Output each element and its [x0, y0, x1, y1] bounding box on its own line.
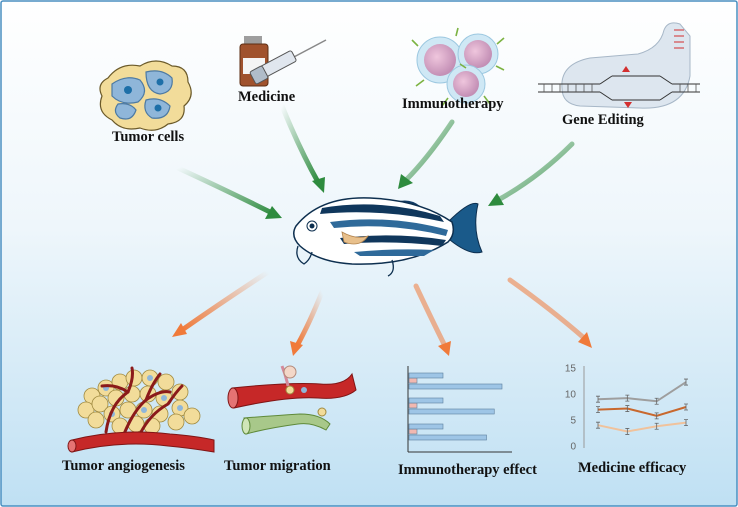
errorbar-1-2 — [654, 412, 659, 420]
errorbar-2-2 — [654, 422, 659, 430]
errorbar-2-1 — [625, 428, 630, 435]
ytick-0: 0 — [570, 442, 576, 453]
label-tumor-angiogenesis: Tumor angiogenesis — [62, 458, 185, 474]
bar-top-1 — [408, 397, 444, 404]
label-tumor-migration: Tumor migration — [224, 458, 331, 474]
gene-editing-icon — [538, 22, 700, 109]
bar-top-2 — [408, 423, 444, 430]
migration-icon — [227, 365, 357, 435]
label-medicine: Medicine — [238, 89, 296, 105]
angiogenesis-icon — [67, 366, 215, 453]
bar-1-2 — [408, 434, 487, 441]
bar-chart-icon — [407, 366, 512, 453]
ytick-10: 10 — [565, 390, 577, 401]
input-arrows — [175, 103, 575, 219]
label-immunotherapy-effect: Immunotherapy effect — [398, 462, 537, 478]
arrow-immunotherapy — [403, 119, 455, 183]
arrow-gene-editing — [495, 141, 575, 203]
line-series-1 — [597, 406, 687, 417]
label-tumor-cells: Tumor cells — [112, 129, 185, 145]
bar-0-1 — [408, 402, 418, 409]
line-series-2 — [597, 421, 687, 433]
errorbar-0-1 — [625, 394, 630, 402]
arrow-migration — [295, 289, 325, 347]
immune-cells-icon — [411, 27, 505, 107]
ytick-15: 15 — [565, 364, 577, 375]
errorbar-0-0 — [596, 395, 600, 403]
bar-0-2 — [408, 428, 418, 435]
line-chart-yticks: 0 5 10 15 — [565, 364, 577, 453]
arrow-immunotherapy-effect — [413, 283, 447, 347]
bar-top-0 — [408, 372, 444, 379]
output-arrows — [172, 269, 592, 356]
line-series-0 — [597, 381, 687, 403]
arrow-medicine — [279, 103, 321, 185]
arrow-tumor-cells — [175, 165, 277, 217]
errorbar-1-0 — [596, 406, 600, 413]
label-medicine-efficacy: Medicine efficacy — [578, 460, 687, 476]
errorbar-2-0 — [596, 421, 600, 429]
errorbar-2-3 — [684, 419, 688, 426]
syringe-icon — [249, 39, 327, 85]
bar-chart-bars — [408, 372, 503, 441]
bar-1-1 — [408, 408, 495, 415]
label-immunotherapy: Immunotherapy — [402, 96, 504, 112]
errorbar-1-1 — [625, 405, 630, 412]
ytick-5: 5 — [570, 416, 576, 427]
arrow-medicine-efficacy — [507, 277, 587, 341]
label-gene-editing: Gene Editing — [562, 112, 644, 128]
bar-1-0 — [408, 383, 503, 390]
zebrafish-icon — [293, 197, 483, 277]
bar-0-0 — [408, 377, 418, 384]
tumor-cells-icon — [99, 60, 192, 131]
line-chart-icon: 0 5 10 15 — [565, 364, 688, 453]
line-chart-series — [596, 378, 688, 435]
errorbar-0-2 — [654, 397, 659, 405]
errorbar-1-3 — [684, 403, 688, 411]
arrow-angiogenesis — [179, 269, 271, 333]
errorbar-0-3 — [684, 378, 688, 386]
